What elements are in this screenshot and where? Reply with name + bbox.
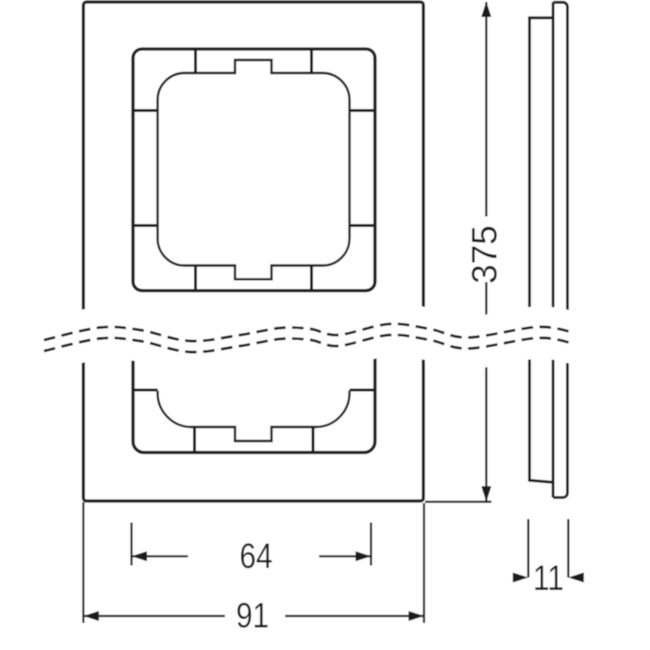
svg-text:64: 64: [239, 537, 272, 576]
svg-text:375: 375: [466, 225, 505, 283]
svg-text:91: 91: [236, 596, 269, 635]
svg-text:11: 11: [533, 559, 564, 598]
